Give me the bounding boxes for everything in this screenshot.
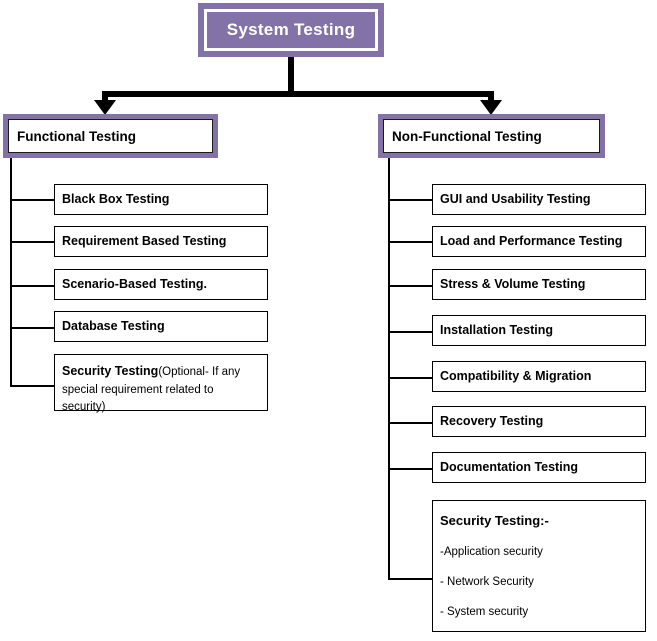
leaf-security-testing-non-functional-title: Security Testing:- <box>440 513 549 528</box>
functional-connector-1 <box>10 199 54 201</box>
functional-connector-5 <box>10 385 54 387</box>
branch-node-non-functional-frame: Non-Functional Testing <box>383 119 600 153</box>
functional-connector-3 <box>10 285 54 287</box>
leaf-installation-testing[interactable]: Installation Testing <box>432 315 646 346</box>
functional-connector-2 <box>10 241 54 243</box>
leaf-gui-and-usability-testing-label: GUI and Usability Testing <box>440 191 591 206</box>
branch-node-functional-frame: Functional Testing <box>8 119 213 153</box>
non-functional-connector-4 <box>388 331 432 333</box>
non-functional-connector-3 <box>388 285 432 287</box>
root-node-system-testing[interactable]: System Testing <box>198 3 384 57</box>
leaf-security-sub-network: - Network Security <box>440 575 534 588</box>
leaf-documentation-testing[interactable]: Documentation Testing <box>432 452 646 483</box>
root-connector-left-drop <box>102 91 108 107</box>
leaf-scenario-based-testing[interactable]: Scenario-Based Testing. <box>54 269 268 300</box>
leaf-database-testing[interactable]: Database Testing <box>54 311 268 342</box>
root-connector-bar <box>102 91 494 97</box>
non-functional-connector-2 <box>388 241 432 243</box>
leaf-security-sub-application: -Application security <box>440 545 543 558</box>
leaf-stress-and-volume-testing-label: Stress & Volume Testing <box>440 276 586 291</box>
leaf-security-testing-non-functional[interactable]: Security Testing:- -Application security… <box>432 500 646 632</box>
arrow-to-functional-icon <box>94 100 116 115</box>
leaf-requirement-based-testing[interactable]: Requirement Based Testing <box>54 226 268 257</box>
non-functional-connector-1 <box>388 199 432 201</box>
leaf-security-testing-functional-note: special requirement related to security) <box>62 383 214 414</box>
leaf-load-and-performance-testing-label: Load and Performance Testing <box>440 233 623 248</box>
non-functional-connector-6 <box>388 422 432 424</box>
root-connector-stem <box>288 57 294 97</box>
non-functional-trunk-line <box>388 158 390 579</box>
non-functional-connector-5 <box>388 377 432 379</box>
branch-node-non-functional-label: Non-Functional Testing <box>392 128 542 144</box>
leaf-recovery-testing[interactable]: Recovery Testing <box>432 406 646 437</box>
leaf-installation-testing-label: Installation Testing <box>440 322 553 337</box>
leaf-gui-and-usability-testing[interactable]: GUI and Usability Testing <box>432 184 646 215</box>
leaf-requirement-based-testing-label: Requirement Based Testing <box>62 233 227 248</box>
leaf-stress-and-volume-testing[interactable]: Stress & Volume Testing <box>432 269 646 300</box>
leaf-compatibility-and-migration[interactable]: Compatibility & Migration <box>432 361 646 392</box>
leaf-black-box-testing[interactable]: Black Box Testing <box>54 184 268 215</box>
leaf-compatibility-and-migration-label: Compatibility & Migration <box>440 368 592 383</box>
functional-trunk-line <box>10 158 12 386</box>
leaf-scenario-based-testing-label: Scenario-Based Testing. <box>62 276 207 291</box>
leaf-security-testing-functional-label: Security Testing(Optional- If any <box>62 364 241 378</box>
arrow-to-non-functional-icon <box>480 100 502 115</box>
branch-node-functional-label: Functional Testing <box>17 128 136 144</box>
leaf-security-sub-system: - System security <box>440 606 529 618</box>
non-functional-connector-7 <box>388 468 432 470</box>
leaf-black-box-testing-label: Black Box Testing <box>62 191 170 206</box>
leaf-security-testing-functional[interactable]: Security Testing(Optional- If any specia… <box>54 354 268 413</box>
branch-node-non-functional-testing[interactable]: Non-Functional Testing <box>378 114 605 158</box>
leaf-database-testing-label: Database Testing <box>62 318 165 333</box>
branch-node-functional-testing[interactable]: Functional Testing <box>3 114 218 158</box>
functional-connector-4 <box>10 327 54 329</box>
root-connector-right-drop <box>488 91 494 107</box>
non-functional-connector-8 <box>388 578 432 580</box>
root-node-label: System Testing <box>226 20 356 39</box>
leaf-load-and-performance-testing[interactable]: Load and Performance Testing <box>432 226 646 257</box>
leaf-recovery-testing-label: Recovery Testing <box>440 413 544 428</box>
root-node-frame: System Testing <box>204 9 378 51</box>
leaf-documentation-testing-label: Documentation Testing <box>440 459 578 474</box>
